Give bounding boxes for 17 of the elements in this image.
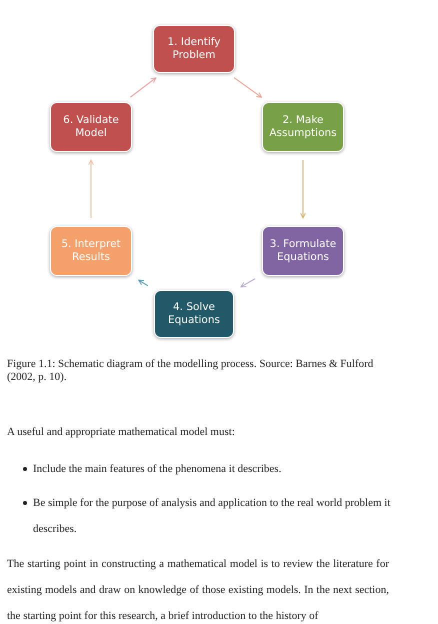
arrow [130, 77, 156, 98]
process-box: 4. Solve Equations [154, 290, 234, 338]
process-box: 3. Formulate Equations [262, 226, 344, 276]
process-box: 2. Make Assumptions [262, 102, 344, 152]
process-box: 1. Identify Problem [153, 25, 235, 73]
body-paragraph: The starting point in constructing a mathematical model is to review the literature for existing models and draw on knowledge of those existing models. In the next section, the starting point for this research, a brief introduction to the history of [7, 557, 389, 624]
arrow [88, 160, 94, 218]
bullet-item: Be simple for the purpose of analysis and application to the real world problem it describes. [33, 496, 392, 537]
figure-caption: Figure 1.1: Schematic diagram of the modelling process. Source: Barnes & Fulford (2002, p. 10). [7, 358, 374, 384]
process-box: 5. Interpret Results [50, 226, 132, 276]
intro-sentence: A useful and appropriate mathematical model must: [7, 425, 236, 440]
arrow [234, 77, 262, 98]
process-box: 6. Validate Model [50, 102, 132, 152]
arrow [240, 278, 256, 288]
arrow [300, 160, 306, 218]
bullet-item: Include the main features of the phenomena it describes. [33, 462, 282, 477]
arrow [138, 280, 148, 286]
